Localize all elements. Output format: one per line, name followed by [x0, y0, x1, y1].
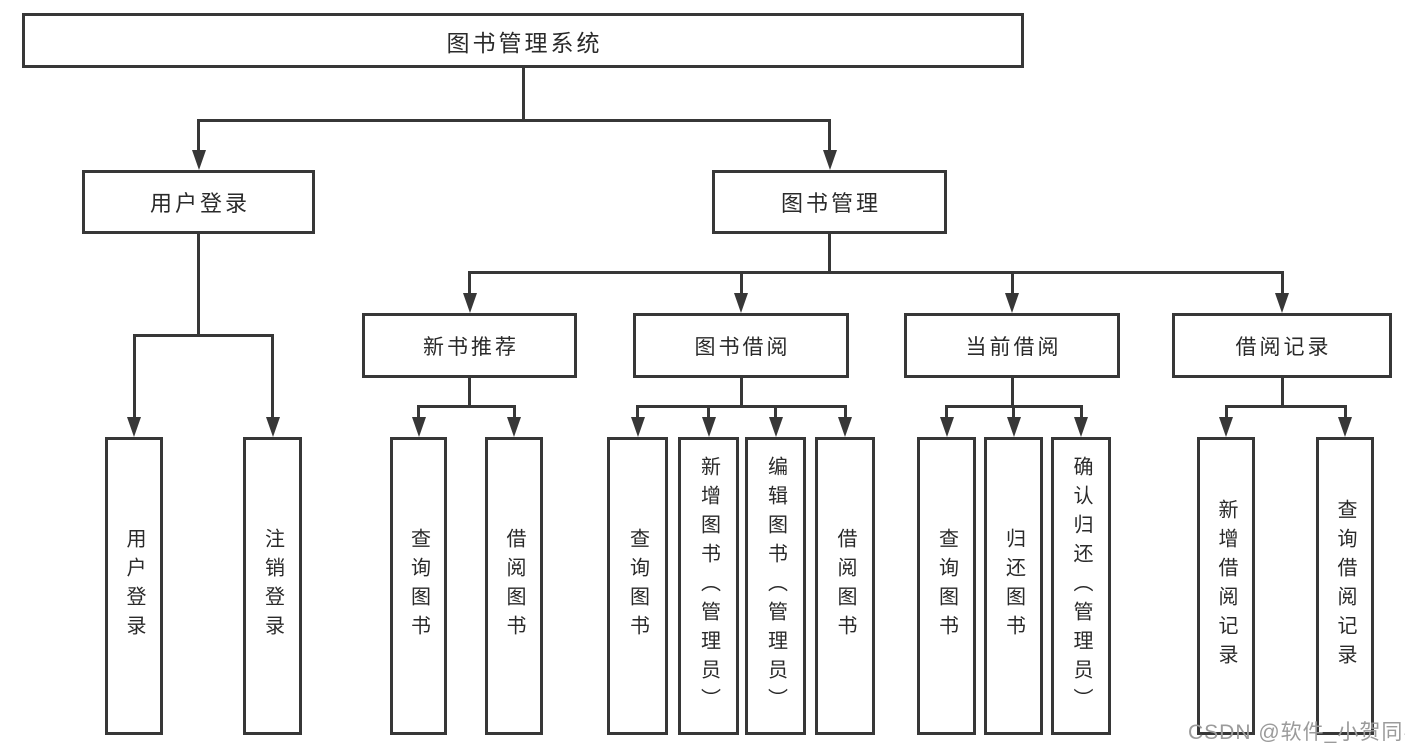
node-book-borrowing: 图书借阅 [633, 313, 849, 378]
node-user-login-label: 用户登录 [149, 191, 250, 216]
leaf-user-login-label: 用户登录 [123, 528, 145, 644]
leaf-bb-borrow-books-label: 借阅图书 [834, 528, 856, 644]
csdn-watermark: CSDN @软件_小贺同学 [1188, 721, 1405, 744]
arrowhead-down-icon [939, 417, 954, 437]
connector-line [1343, 406, 1347, 419]
arrowhead-down-icon [768, 417, 783, 437]
connector-line [1012, 406, 1015, 419]
arrowhead-down-icon [127, 417, 141, 437]
connector-line [636, 406, 639, 419]
connector-line [739, 272, 743, 294]
arrowhead-down-icon [1275, 293, 1289, 313]
node-root: 图书管理系统 [22, 13, 1024, 68]
connector-line [417, 404, 516, 408]
leaf-rec-query-books: 查询图书 [390, 437, 447, 735]
connector-line [1224, 406, 1228, 419]
connector-line [1280, 378, 1284, 408]
node-current-borrowing: 当前借阅 [904, 313, 1120, 378]
arrowhead-down-icon [734, 293, 748, 313]
arrowhead-down-icon [822, 150, 837, 170]
leaf-cb-query-books: 查询图书 [917, 437, 976, 735]
arrowhead-down-icon [838, 417, 852, 437]
connector-line [468, 270, 1284, 274]
connector-line [197, 233, 200, 337]
leaf-user-login: 用户登录 [105, 437, 163, 735]
arrowhead-down-icon [1219, 417, 1233, 437]
connector-line [739, 378, 743, 408]
arrowhead-down-icon [701, 417, 716, 437]
node-book-management-label: 图书管理 [780, 191, 881, 216]
node-new-book-recommend: 新书推荐 [362, 313, 577, 378]
leaf-br-add-record-label: 新增借阅记录 [1215, 499, 1237, 673]
arrowhead-down-icon [1006, 417, 1021, 437]
leaf-br-add-record: 新增借阅记录 [1197, 437, 1255, 735]
node-user-login: 用户登录 [82, 170, 315, 234]
connector-line [417, 406, 420, 419]
connector-line [132, 335, 136, 419]
connector-line [1079, 406, 1083, 419]
connector-line [1280, 272, 1284, 294]
arrowhead-down-icon [630, 417, 645, 437]
leaf-logout-label: 注销登录 [261, 528, 284, 644]
leaf-br-query-record-label: 查询借阅记录 [1334, 499, 1356, 673]
leaf-bb-borrow-books: 借阅图书 [815, 437, 875, 735]
leaf-rec-query-books-label: 查询图书 [407, 528, 430, 644]
connector-line [512, 406, 516, 419]
leaf-cb-query-books-label: 查询图书 [935, 528, 958, 644]
connector-line [828, 233, 831, 274]
connector-line [197, 120, 200, 152]
leaf-bb-query-books-label: 查询图书 [626, 528, 649, 644]
connector-line [468, 272, 471, 294]
node-borrowing-records-label: 借阅记录 [1235, 335, 1332, 359]
leaf-br-query-record: 查询借阅记录 [1316, 437, 1374, 735]
connector-line [1010, 378, 1014, 408]
leaf-bb-query-books: 查询图书 [607, 437, 668, 735]
leaf-bb-add-books-admin-label: 新增图书︵管理员︶ [697, 455, 720, 717]
leaf-bb-edit-books-admin-label: 编辑图书︵管理员︶ [764, 455, 787, 717]
connector-line [707, 406, 710, 419]
connector-line [828, 120, 831, 152]
arrowhead-down-icon [1074, 417, 1088, 437]
leaf-rec-borrow-books-label: 借阅图书 [503, 528, 525, 644]
arrowhead-down-icon [265, 417, 280, 437]
node-root-label: 图书管理系统 [446, 29, 603, 56]
connector-line [468, 378, 471, 408]
leaf-cb-confirm-return-admin-label: 确认归还︵管理员︶ [1070, 455, 1092, 717]
leaf-rec-borrow-books: 借阅图书 [485, 437, 543, 735]
arrowhead-down-icon [411, 417, 426, 437]
arrowhead-down-icon [507, 417, 521, 437]
connector-line [636, 404, 847, 408]
connector-line [945, 404, 1083, 408]
node-borrowing-records: 借阅记录 [1172, 313, 1392, 378]
connector-line [132, 333, 274, 337]
node-book-management: 图书管理 [712, 170, 947, 234]
leaf-bb-edit-books-admin: 编辑图书︵管理员︶ [745, 437, 806, 735]
leaf-logout: 注销登录 [243, 437, 302, 735]
arrowhead-down-icon [462, 293, 477, 313]
node-book-borrowing-label: 图书借阅 [694, 335, 791, 359]
connector-line [521, 68, 525, 122]
arrowhead-down-icon [1338, 417, 1352, 437]
leaf-cb-return-books-label: 归还图书 [1002, 528, 1025, 644]
node-current-borrowing-label: 当前借阅 [965, 335, 1062, 359]
arrowhead-down-icon [191, 150, 206, 170]
node-new-book-recommend-label: 新书推荐 [423, 335, 519, 359]
leaf-bb-add-books-admin: 新增图书︵管理员︶ [678, 437, 739, 735]
connector-line [1224, 404, 1347, 408]
connector-line [945, 406, 948, 419]
connector-line [197, 118, 831, 122]
connector-line [1010, 272, 1014, 294]
connector-line [843, 406, 847, 419]
connector-line [271, 335, 274, 419]
leaf-cb-confirm-return-admin: 确认归还︵管理员︶ [1051, 437, 1111, 735]
arrowhead-down-icon [1005, 293, 1019, 313]
leaf-cb-return-books: 归还图书 [984, 437, 1043, 735]
connector-line [774, 406, 777, 419]
